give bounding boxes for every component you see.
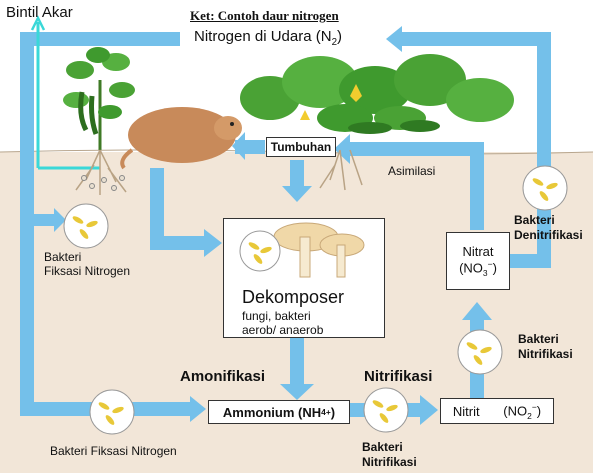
nitrit-box: Nitrit (NO2−) (440, 398, 554, 424)
nitrifikasi-right-1: Bakteri (518, 332, 559, 346)
bakteri-fiksasi-left-1: Bakteri (44, 250, 82, 264)
nitrit-formula: (NO2−) (503, 402, 541, 421)
right-plant (240, 54, 514, 191)
bintil-line (30, 15, 100, 170)
bintil-akar-label: Bintil Akar (6, 4, 73, 21)
arrow-left-to-root (34, 214, 56, 226)
arrowhead-dekomp-down (280, 384, 314, 400)
arrowhead-amm-to-nitrit (420, 395, 438, 425)
arrow-roots-right (150, 236, 206, 250)
bacteria-circle-denit (522, 165, 568, 211)
nitrat-box: Nitrat (NO3−) (446, 232, 510, 290)
dekomposer-line2: aerob/ anaerob (242, 323, 324, 337)
nitrit-sub: 2 (527, 410, 532, 421)
nitrifikasi-bottom-2: Nitrifikasi (362, 455, 417, 469)
arrowhead-tumbuhan-down (282, 186, 312, 202)
left-plant (63, 47, 135, 195)
nitrat-sup: − (487, 259, 493, 270)
arrow-top-right (400, 32, 551, 46)
nitrat-label: Nitrat (462, 244, 494, 260)
nitrat-sub: 3 (482, 267, 488, 278)
denitrifikasi-label-1: Bakteri (514, 213, 555, 227)
arrow-right-vertical-top (537, 38, 551, 168)
ket-title: Ket: Contoh daur nitrogen (190, 8, 339, 23)
nitrogen-title: Nitrogen di Udara (N2) (190, 28, 346, 48)
arrowhead-animal-right (232, 132, 245, 160)
bacteria-circle-nitrif-right (457, 329, 503, 375)
dekomposer-title: Dekomposer (242, 287, 345, 307)
arrowhead-nitrit-up (462, 302, 492, 320)
denitrifikasi-label-2: Denitrifikasi (514, 228, 583, 242)
arrowhead-bottom (190, 396, 206, 422)
arrowhead-roots-right (204, 229, 222, 257)
nitrifikasi-right-2: Nitrifikasi (518, 347, 573, 361)
nitrat-close: ) (492, 260, 497, 276)
arrowhead-top-right (386, 26, 402, 52)
bakteri-fiksasi-left-2: Fiksasi Nitrogen (44, 264, 131, 278)
arrow-asimilasi-vertical (470, 142, 484, 230)
arrow-top-left (20, 32, 180, 46)
nitrit-close: ) (536, 402, 542, 418)
tumbuhan-label: Tumbuhan (270, 140, 332, 154)
ammonium-sub: 4 (321, 407, 326, 417)
bakteri-fiksasi-bottom: Bakteri Fiksasi Nitrogen (50, 444, 177, 458)
arrow-left-vertical (20, 32, 34, 412)
dekomposer-box: Dekomposer fungi, bakteri aerob/ anaerob (223, 218, 385, 338)
ammonium-close: ) (330, 404, 336, 420)
arrow-dekomp-down (290, 338, 304, 386)
bacteria-circle-left (63, 203, 109, 249)
nitrogen-title-close: ) (337, 28, 342, 45)
dekomposer-line1: fungi, bakteri (242, 309, 311, 323)
nitrat-formula: (NO3−) (459, 259, 497, 278)
nitrifikasi-title: Nitrifikasi (364, 368, 433, 385)
nitrit-formula-text: (NO (503, 402, 528, 418)
bacteria-circle-bottom-mid (363, 387, 409, 433)
nitrat-formula-text: (NO (459, 260, 483, 276)
arrowhead-asimilasi (334, 134, 350, 164)
arrow-asimilasi-horizontal (345, 142, 483, 156)
nitrit-label: Nitrit (452, 403, 480, 419)
ammonium-text: Ammonium (NH (222, 404, 322, 420)
arrow-tumbuhan-down (290, 160, 304, 188)
nitrogen-title-sub: 2 (331, 37, 337, 48)
fungi-illustration (239, 222, 365, 278)
asimilasi-label: Asimilasi (388, 164, 436, 178)
nitrit-sup: − (531, 401, 537, 412)
nitrogen-title-text: Nitrogen di Udara (N (194, 28, 332, 45)
ammonium-sup: + (325, 407, 331, 417)
animal (120, 107, 242, 170)
tumbuhan-box: Tumbuhan (266, 137, 336, 157)
nitrifikasi-bottom-1: Bakteri (362, 440, 403, 454)
arrowhead-left-to-root (54, 208, 66, 232)
bacteria-circle-bottom-left (89, 389, 135, 435)
amonifikasi-label: Amonifikasi (180, 368, 266, 385)
arrow-roots-down (150, 168, 164, 248)
bacteria-circles (63, 165, 568, 435)
